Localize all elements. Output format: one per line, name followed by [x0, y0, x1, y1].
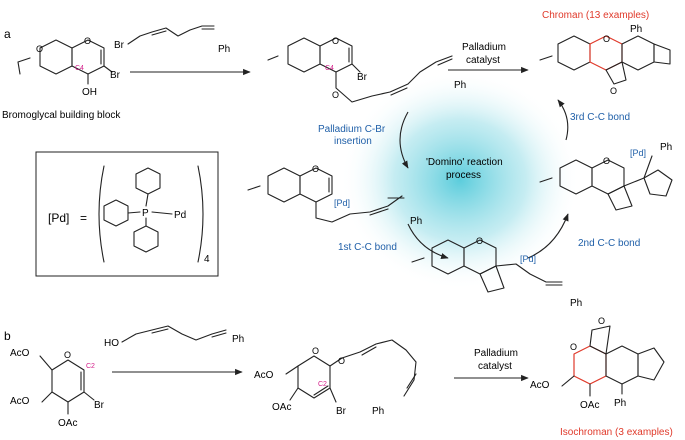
intermediate3-oxygen: O: [603, 156, 610, 166]
panel-a-letter: a: [4, 27, 11, 41]
left-paren: [98, 165, 105, 263]
cycle-insertion-line2: insertion: [334, 136, 372, 147]
intermediate2-pd: [Pd]: [520, 254, 536, 264]
panel-b-reagent-line2: catalyst: [478, 361, 512, 372]
bromine-label: Br: [110, 70, 121, 81]
palladium-label: Pd: [174, 210, 186, 221]
glycoside-phenyl: Ph: [454, 80, 466, 91]
cycle-second-bond: 2nd C-C bond: [578, 238, 640, 249]
step1-reagent-line1: Palladium: [462, 42, 506, 53]
panel-b-reagent-line1: Palladium: [474, 348, 518, 359]
alkynol-phenyl: Ph: [232, 334, 244, 345]
c4-label: C4: [75, 65, 84, 72]
glycoside-ether-structure: O Br O Ph C4: [267, 36, 466, 103]
glycoside-b-oac: OAc: [272, 402, 291, 413]
glucal-ring-oxygen: O: [64, 350, 71, 360]
glycoside-bromine: Br: [357, 72, 368, 83]
cycle-first-bond: 1st C-C bond: [338, 242, 397, 253]
glycoside-b-ether-oxygen: O: [338, 356, 345, 366]
chroman-ring-oxygen: O: [603, 34, 610, 44]
glucal-bromine: Br: [94, 400, 105, 411]
pd-definition-eq: =: [80, 211, 87, 225]
isochroman-aco: AcO: [530, 380, 550, 391]
step1-reagent-line2: catalyst: [466, 55, 500, 66]
intermediate3-phenyl: Ph: [660, 142, 672, 153]
intermediate1-pd: [Pd]: [334, 198, 350, 208]
isochroman-furan-oxygen: O: [598, 316, 605, 326]
triphenylphosphine-structure: P Pd: [103, 167, 186, 253]
cycle-arrow-first: [407, 223, 449, 260]
isochroman-product-structure: AcO OAc Ph O O: [530, 316, 665, 411]
pd-definition-lhs: [Pd]: [48, 211, 69, 225]
pd-definition-subscript: 4: [204, 254, 210, 265]
glycoside-c4-label: C4: [325, 65, 334, 72]
glycoside-b-phenyl: Ph: [372, 406, 384, 417]
glycoside-b-ring-oxygen: O: [312, 346, 319, 356]
chroman-title: Chroman (13 examples): [542, 10, 649, 21]
alkynol-ho: HO: [104, 338, 119, 349]
intermediate3-pd: [Pd]: [630, 148, 646, 158]
intermediate2-oxygen: O: [476, 236, 483, 246]
first-cc-intermediate: [Pd] O Ph: [411, 236, 582, 309]
acetal-oxygen-label: O: [36, 44, 43, 54]
second-cc-intermediate: [Pd] Ph O: [539, 142, 673, 211]
chroman-product-structure: O Ph O: [539, 24, 671, 96]
isochroman-oac: OAc: [580, 400, 599, 411]
intermediate1-oxygen: O: [312, 164, 319, 174]
isochroman-phenyl: Ph: [614, 398, 626, 409]
glucal-c2-label: C2: [86, 363, 95, 370]
pd-insertion-intermediate: [Pd] O Ph: [247, 164, 422, 227]
reagent-bromine-label: Br: [114, 40, 125, 51]
glucal-oac: OAc: [58, 418, 77, 429]
chroman-furan-oxygen: O: [610, 86, 617, 96]
glycoside-b-bromine: Br: [336, 406, 347, 417]
panel-b-letter: b: [4, 329, 11, 343]
domino-center-line1: 'Domino' reaction: [426, 157, 503, 168]
reagent-phenyl-label: Ph: [218, 44, 230, 55]
bromoglycal-structure: O O Br OH C4: [17, 36, 121, 98]
building-block-caption: Bromoglycal building block: [2, 110, 121, 121]
glucal-aco-2: AcO: [10, 396, 30, 407]
intermediate1-phenyl: Ph: [410, 216, 422, 227]
ring-oxygen-label: O: [84, 36, 91, 46]
chroman-phenyl: Ph: [630, 24, 642, 35]
glycoside-b-structure: AcO OAc Br Ph O O C2: [254, 339, 417, 417]
domino-glow: [340, 70, 580, 290]
glucal-aco-1: AcO: [10, 348, 30, 359]
domino-center-line2: process: [446, 170, 481, 181]
cycle-arrow-second: [527, 213, 569, 259]
cycle-third-bond: 3rd C-C bond: [570, 112, 630, 123]
cycle-insertion-line1: Palladium C-Br: [318, 124, 386, 135]
cycle-arrow-third: [557, 99, 569, 141]
cycle-arrow-insertion: [399, 111, 409, 169]
intermediate2-phenyl: Ph: [570, 298, 582, 309]
glycoside-ring-oxygen: O: [332, 36, 339, 46]
enyne-reagent: Br Ph: [114, 25, 230, 55]
glycoside-ether-oxygen: O: [332, 90, 339, 100]
hydroxyl-label: OH: [82, 87, 97, 98]
isochroman-ring-oxygen: O: [570, 342, 577, 352]
phosphorus-label: P: [142, 208, 149, 219]
isochroman-title: Isochroman (3 examples): [560, 427, 673, 438]
right-paren: [197, 165, 204, 263]
pd-definition-box: [35, 151, 219, 277]
glucal-structure: AcO AcO OAc Br O C2: [10, 348, 105, 429]
glycoside-b-aco: AcO: [254, 370, 274, 381]
glycoside-b-c2-label: C2: [318, 381, 327, 388]
alkynol-reagent: HO Ph: [104, 325, 244, 349]
